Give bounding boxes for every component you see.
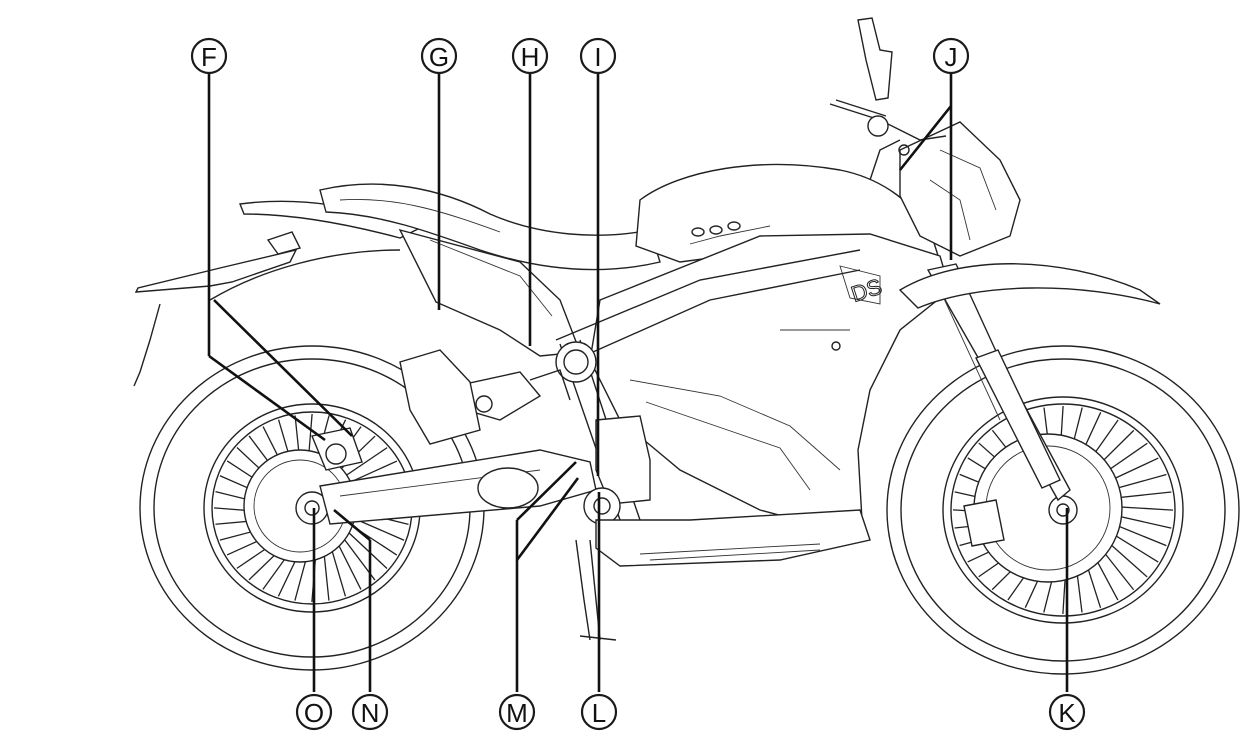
handlebars [829,17,947,181]
callout-L: L [580,693,618,731]
callout-label-H: H [521,42,540,72]
callout-K: K [1048,693,1086,731]
front-fender [898,263,1161,309]
callout-label-F: F [201,42,217,72]
callout-J: J [932,37,970,75]
callout-M: M [498,693,536,731]
frame-side-panel: DS [589,233,951,535]
rear-shock [455,369,571,421]
front-wheel [886,345,1240,675]
callout-label-J: J [945,42,958,72]
seat [319,183,661,271]
callout-G: G [420,37,458,75]
callout-F: F [190,37,228,75]
callout-I: I [579,37,617,75]
callout-label-N: N [361,698,380,728]
callout-H: H [511,37,549,75]
side-cover [398,228,581,357]
headlight-cowl [899,121,1021,257]
callout-label-O: O [304,698,324,728]
callout-label-G: G [429,42,449,72]
motorcycle-drawing: DS [133,17,1240,675]
callout-N: N [351,693,389,731]
rear-fender [133,200,422,387]
belt-guard [399,349,481,445]
front-fork [926,263,1071,502]
front-caliper [963,499,1005,547]
leader-lines [207,73,1069,692]
callout-label-M: M [506,698,528,728]
callout-O: O [295,693,333,731]
callout-label-K: K [1058,698,1076,728]
rear-wheel [139,345,485,671]
callout-label-L: L [592,698,606,728]
motor-battery [583,415,871,567]
callout-label-I: I [594,42,601,72]
